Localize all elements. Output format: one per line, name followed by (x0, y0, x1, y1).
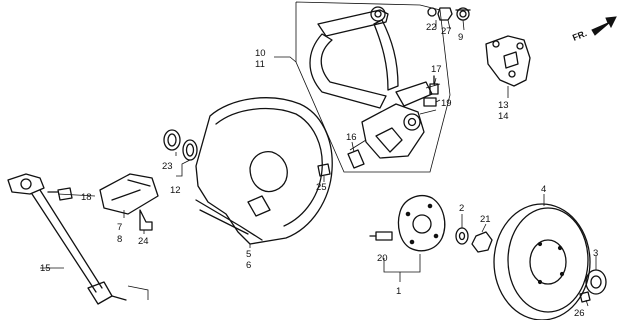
mounting-bracket (485, 35, 531, 87)
callout-3: 3 (593, 248, 598, 259)
callout-2: 2 (459, 203, 464, 214)
callout-25: 25 (316, 182, 327, 193)
front-direction-indicator: FR. (571, 16, 617, 43)
hardware-nuts-bushing (427, 7, 471, 21)
bolts (317, 75, 439, 177)
callout-24: 24 (138, 236, 149, 247)
radius-rod (7, 173, 149, 305)
seal-12 (182, 139, 198, 161)
callout-20: 20 (377, 253, 388, 264)
callout-6: 6 (246, 260, 251, 271)
callout-18: 18 (81, 192, 92, 203)
callout-13: 13 (498, 100, 509, 111)
brake-disc (493, 203, 591, 320)
seal-ring (163, 129, 181, 151)
callout-9: 9 (458, 32, 463, 43)
leader-lines (40, 19, 597, 307)
brake-backing-plate (195, 97, 333, 245)
callout-4: 4 (541, 184, 546, 195)
callout-10: 10 (255, 48, 266, 59)
callout-27: 27 (441, 26, 452, 37)
callout-8: 8 (117, 234, 122, 245)
washer-nut (455, 227, 493, 253)
callout-12: 12 (170, 185, 181, 196)
upper-control-arm-assembly (295, 1, 451, 173)
screw-26 (579, 291, 591, 303)
callout-11: 11 (255, 59, 265, 70)
wheel-hub (369, 195, 446, 252)
callout-14: 14 (498, 111, 509, 122)
bolt-18 (47, 187, 73, 201)
callout-22: 22 (426, 22, 437, 33)
hub-cap (585, 269, 607, 295)
callout-23: 23 (162, 161, 173, 172)
callout-17: 17 (431, 64, 442, 75)
callout-19: 19 (441, 98, 452, 109)
callout-21: 21 (480, 214, 491, 225)
callout-7: 7 (117, 222, 122, 233)
front-arrow-icon (591, 16, 617, 36)
callout-1: 1 (396, 286, 401, 297)
callout-26: 26 (574, 308, 585, 319)
front-direction-label: FR. (571, 28, 588, 43)
callout-labels: 10 11 22 27 9 17 19 13 14 16 25 23 12 18… (40, 22, 598, 319)
trailing-arm-bracket (99, 173, 159, 231)
callout-15: 15 (40, 263, 51, 274)
callout-16: 16 (346, 132, 357, 143)
callout-5: 5 (246, 249, 251, 260)
